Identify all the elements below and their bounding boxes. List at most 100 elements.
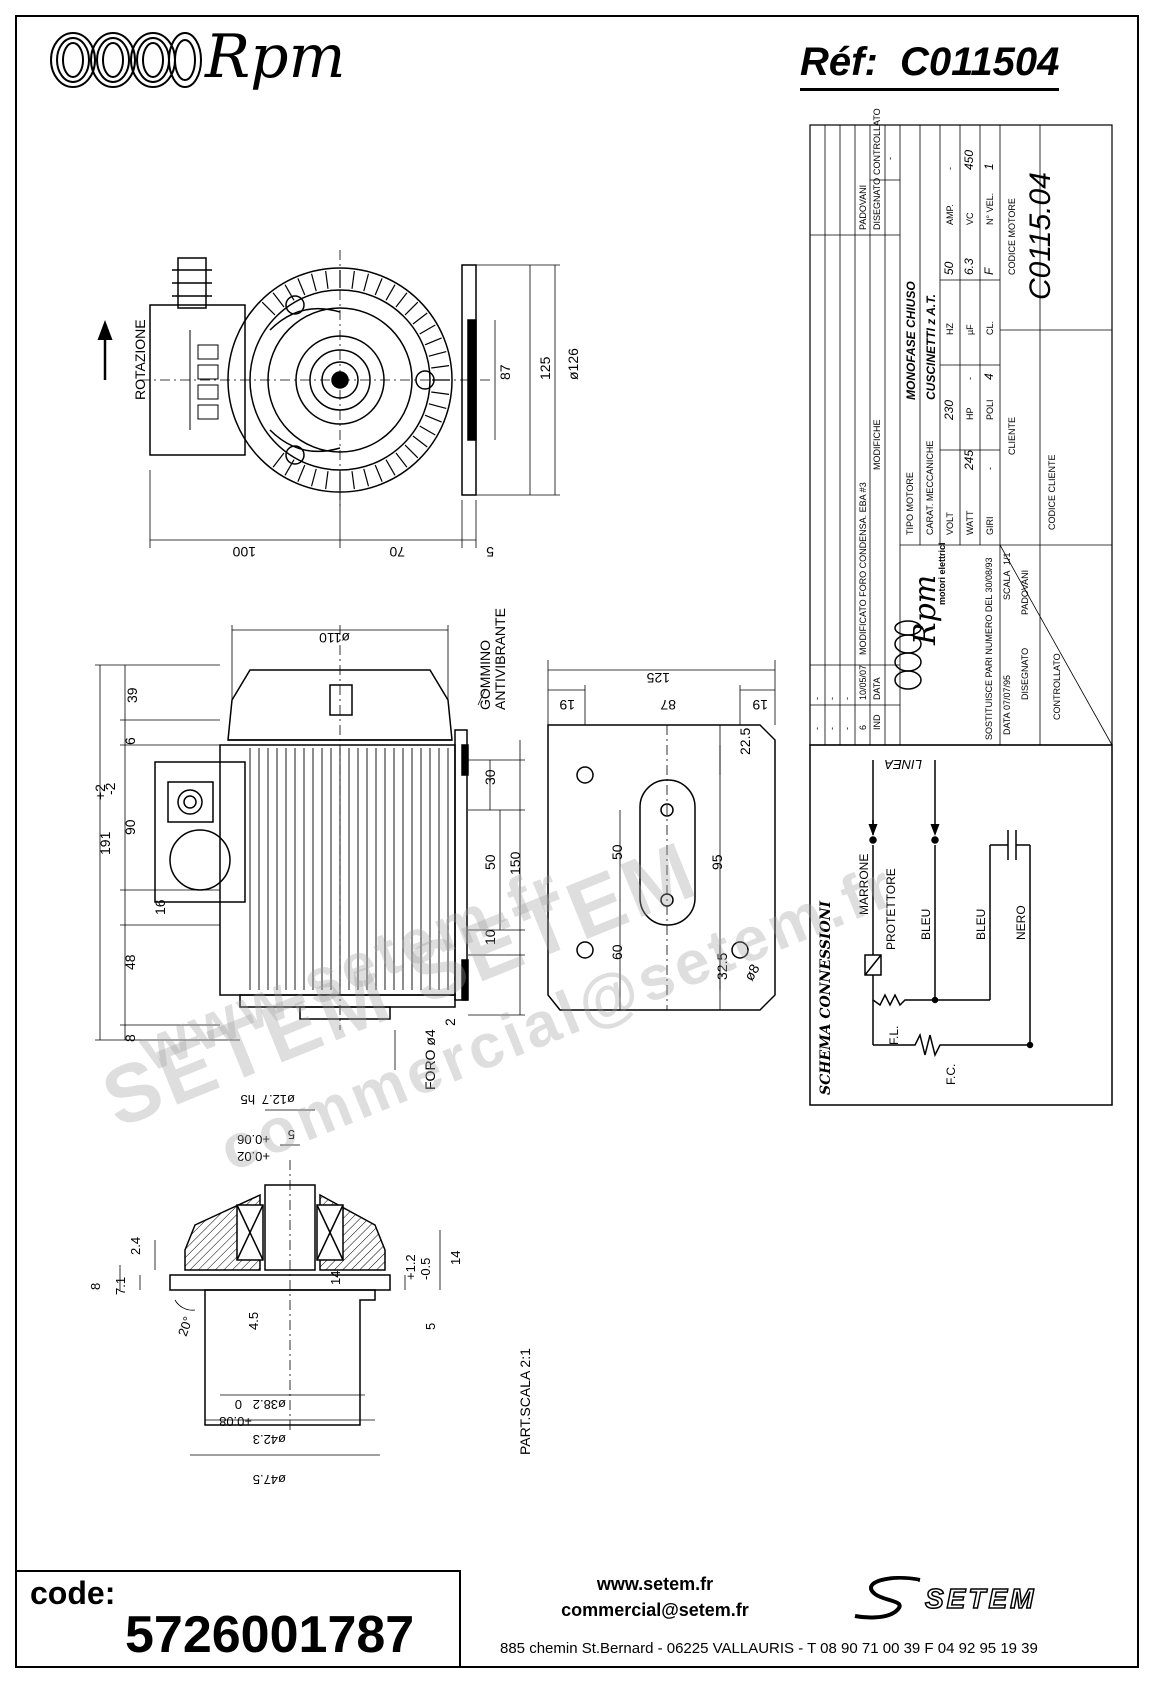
tol-h5: h5 xyxy=(241,1092,255,1107)
tb-coil-logo xyxy=(894,620,922,690)
rev-row-data-3: - xyxy=(827,697,837,700)
cooling-fin xyxy=(385,459,396,476)
cl-label: CL. xyxy=(985,321,995,335)
hz-label: HZ xyxy=(945,323,955,335)
footer-email[interactable]: commercial@setem.fr xyxy=(561,1600,749,1620)
cooling-fin xyxy=(385,284,396,301)
dim-plate-87: 87 xyxy=(660,697,676,713)
wire-bleu-1: BLEU xyxy=(919,909,933,940)
nvel-value: 1 xyxy=(982,163,996,170)
front-dims: ROTAZIONE 100 70 5 87 125 ø126 xyxy=(132,319,581,560)
vc-label: VC xyxy=(965,212,975,225)
hz-value: 50 xyxy=(942,261,956,275)
cooling-fin xyxy=(395,452,408,468)
giri-value: - xyxy=(985,467,995,470)
cooling-fin xyxy=(325,270,329,289)
linea-label: LINEA xyxy=(884,757,922,772)
plate-view xyxy=(547,660,776,1011)
col-data: DATA xyxy=(872,677,882,700)
dim-95: 95 xyxy=(709,854,725,870)
cooling-fin xyxy=(404,444,419,459)
dim-39: 39 xyxy=(124,687,140,703)
nvel-label: N° VEL. xyxy=(985,193,995,225)
carat-label: CARAT. MECCANICHE xyxy=(925,441,935,535)
uf-label: µF xyxy=(965,324,975,335)
dim-6: 6 xyxy=(122,737,138,745)
rotation-label: ROTAZIONE xyxy=(132,319,148,400)
technical-drawing: ROTAZIONE 100 70 5 87 125 ø126 xyxy=(88,108,1113,1487)
giri-label: GIRI xyxy=(985,516,995,535)
tol-minus0-5: -0.5 xyxy=(418,1258,433,1280)
disegnato-value: PADOVANI xyxy=(1020,570,1030,615)
dim-48: 48 xyxy=(122,954,138,970)
fc-label: F.C. xyxy=(944,1064,958,1085)
cooling-fin xyxy=(428,350,447,357)
dim-plate-50: 50 xyxy=(609,844,625,860)
dim-126: ø126 xyxy=(565,348,581,380)
cooling-fin xyxy=(310,468,317,487)
cl-value: F xyxy=(982,267,996,275)
carat-value: CUSCINETTI z A.T. xyxy=(924,294,938,400)
bearing-detail xyxy=(119,1109,441,1456)
cooling-fin xyxy=(272,452,285,468)
rev-row-ind-3: - xyxy=(827,727,837,730)
scala-label: SCALA xyxy=(1002,570,1012,600)
mounting-plate xyxy=(547,724,776,1011)
dim-shaft-12-7: ø12.7 xyxy=(262,1092,295,1107)
scala-value: 1/1 xyxy=(1002,552,1012,565)
data-label: DATA xyxy=(1002,712,1012,735)
fl-label: F.L. xyxy=(887,1026,901,1045)
rev-row-ind-4: - xyxy=(842,727,852,730)
title-block-text: IND DATA MODIFICHE DISEGNATO CONTROLLATO… xyxy=(812,108,1062,740)
cooling-fin xyxy=(419,324,436,335)
codice-motore-label: CODICE MOTORE xyxy=(1007,198,1017,275)
poli-value: 4 xyxy=(982,373,996,380)
dim-191: 191 xyxy=(97,831,113,855)
wire-bleu-2: BLEU xyxy=(974,909,988,940)
cliente-label: CLIENTE xyxy=(1007,417,1017,455)
tb-brand-sub: motori elettrici xyxy=(937,542,947,605)
code-label: code: xyxy=(30,1575,116,1611)
amp-value: - xyxy=(945,167,955,170)
cooling-fin xyxy=(363,273,370,292)
cooling-fin xyxy=(351,471,355,490)
dim-47-5: ø47.5 xyxy=(253,1472,286,1487)
cooling-fin xyxy=(419,425,436,436)
tipo-motore-value: MONOFASE CHIUSO xyxy=(904,281,918,400)
tol-plus008: +0.08 xyxy=(219,1414,252,1429)
watt-label: WATT xyxy=(965,510,975,535)
dim-14a: 14 xyxy=(328,1271,343,1285)
wiring-text: SCHEMA CONNESSIONI LINEA MARRONE PROTETT… xyxy=(818,757,1028,1095)
footer-website[interactable]: www.setem.fr xyxy=(596,1574,714,1594)
cooling-fin xyxy=(424,414,442,423)
disegnato-name: PADOVANI xyxy=(858,185,868,230)
cooling-fin xyxy=(395,292,408,308)
cooling-fin xyxy=(412,435,428,448)
front-view xyxy=(97,250,560,548)
dim-30: 30 xyxy=(482,769,498,785)
cooling-fin xyxy=(351,270,355,289)
schema-title: SCHEMA CONNESSIONI xyxy=(818,901,834,1095)
dim-38-2: ø38.2 xyxy=(253,1397,286,1412)
sostituisce: SOSTITUISCE PARI NUMERO DEL 30/08/93 xyxy=(984,557,994,740)
volt-value: 230 xyxy=(942,400,956,421)
dim-plate-19a: 19 xyxy=(559,697,575,713)
codice-cliente-label: CODICE CLIENTE xyxy=(1047,454,1057,530)
col-ind: IND xyxy=(872,714,882,730)
tol-minus2: -2 xyxy=(102,782,118,795)
dim-50: 50 xyxy=(482,854,498,870)
footer-address: 885 chemin St.Bernard - 06225 VALLAURIS … xyxy=(500,1640,1038,1657)
side-terminal-box xyxy=(154,761,246,903)
cooling-fin xyxy=(297,278,306,296)
dim-16: 16 xyxy=(152,899,168,915)
dim-87: 87 xyxy=(497,364,513,380)
cooling-fin xyxy=(310,273,317,292)
amp-label: AMP. xyxy=(945,204,955,225)
wire-protettore: PROTETTORE xyxy=(884,868,898,950)
tol-plus006: +0.06 xyxy=(237,1132,270,1147)
code-box xyxy=(15,1570,461,1668)
rpm-coil-logo xyxy=(50,32,202,88)
data-value: 07/07/95 xyxy=(1002,675,1012,710)
wiring-schema xyxy=(809,744,1113,1106)
dim-10: 10 xyxy=(482,929,498,945)
